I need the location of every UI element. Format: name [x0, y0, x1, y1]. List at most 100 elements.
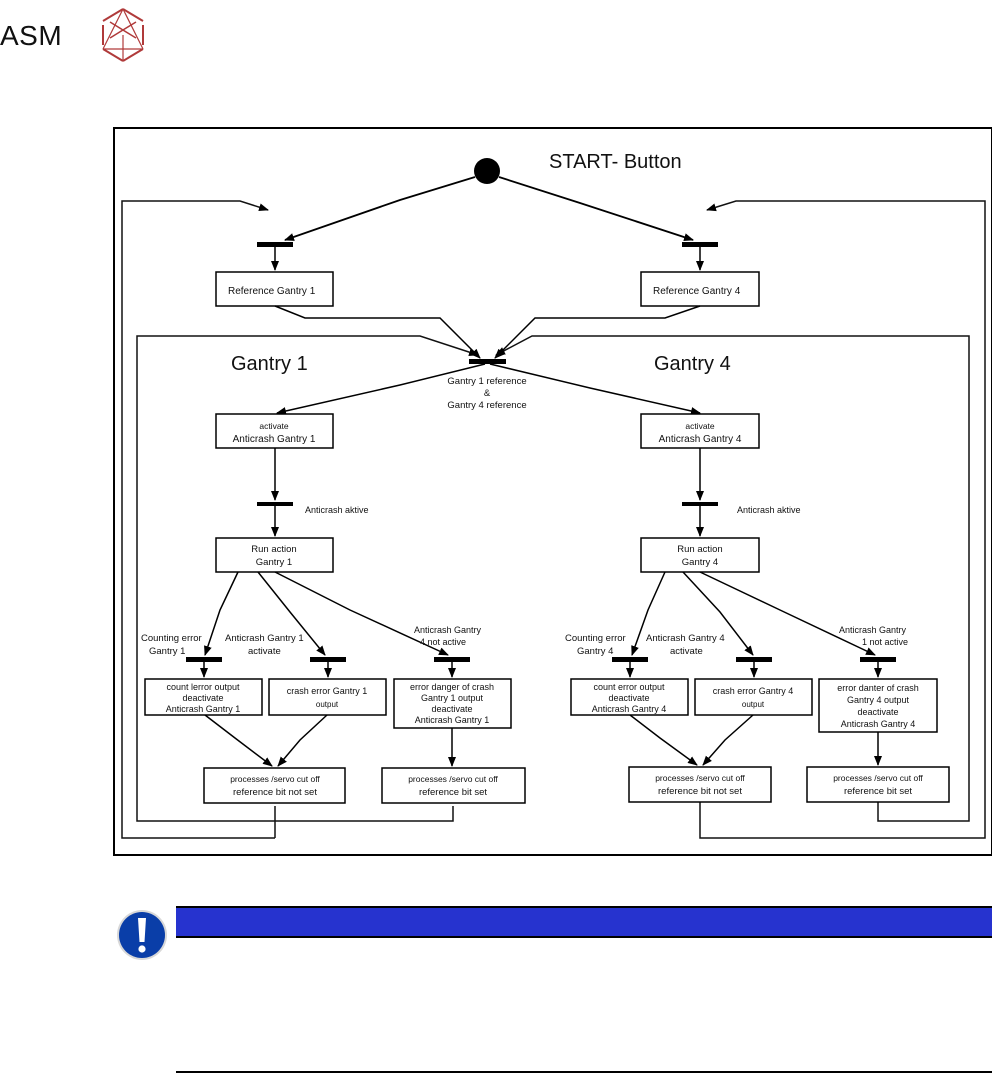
gantry-4-title: Gantry 4 [654, 353, 731, 375]
start-label: START- Button [549, 151, 682, 173]
box-line: activate [685, 421, 715, 431]
guard-other-not-active: 1 not active [862, 637, 908, 647]
count-error-box [570, 678, 689, 716]
sync-bar [860, 657, 896, 662]
box-line: deactivate [182, 693, 223, 703]
box-line: Anticrash Gantry 4 [841, 719, 916, 729]
flow-arrow [277, 714, 328, 767]
guard-anticrash-activate: activate [670, 646, 703, 657]
box-line: output [316, 700, 339, 709]
flow-arrow [498, 176, 694, 242]
loop-line-right-inner [495, 335, 970, 822]
sync-bar [310, 657, 346, 662]
loop-line-right-outer [699, 200, 986, 839]
box-line: Run action [677, 544, 722, 555]
box-line: deactivate [608, 693, 649, 703]
gantry-4-flow: activate Anticrash Gantry 4 Anticrash ak… [565, 413, 950, 803]
count-error-box [144, 678, 263, 716]
box-line: Gantry 4 output [847, 695, 910, 705]
guard-anticrash-aktive: Anticrash aktive [737, 505, 801, 515]
gantry-1-flow: activate Anticrash Gantry 1 Anticrash ak… [141, 413, 526, 804]
box-line: deactivate [431, 704, 472, 714]
flow-arrow [274, 305, 481, 359]
reference-gantry-1-box [215, 271, 334, 307]
guard-anticrash-aktive: Anticrash aktive [305, 505, 369, 515]
gantry-1-title: Gantry 1 [231, 353, 308, 375]
sync-guard-line-3: Gantry 4 reference [447, 400, 526, 411]
sync-guard-line-2: & [484, 388, 491, 399]
guard-counting-error: Counting error [565, 633, 626, 644]
box-line: Gantry 1 output [421, 693, 484, 703]
box-line: activate [259, 421, 289, 431]
sync-bar [682, 242, 718, 247]
box-line: Run action [251, 544, 296, 555]
flow-arrow [631, 571, 666, 656]
box-line: output [742, 700, 765, 709]
guard-counting-error: Counting error [141, 633, 202, 644]
activate-anticrash-gantry-1-box [215, 413, 334, 449]
flow-arrow [274, 571, 449, 656]
flow-arrow [204, 571, 239, 656]
start-node [474, 158, 500, 184]
box-line: processes /servo cut off [655, 773, 745, 783]
box-line: Anticrash Gantry 1 [415, 715, 490, 725]
flow-arrow [494, 305, 701, 359]
crash-error-box [694, 678, 813, 716]
run-action-gantry-1-box [215, 537, 334, 573]
box-line: count error output [593, 682, 665, 692]
run-action-gantry-4-box [640, 537, 760, 573]
servo-cutoff-not-set-box [203, 767, 346, 804]
loop-line-left-inner [136, 335, 479, 822]
flow-arrow [257, 571, 326, 656]
diagram-frame [113, 127, 992, 856]
box-line: Gantry 1 [256, 557, 292, 568]
asm-logo: ASM [0, 8, 170, 62]
bottom-divider [176, 1071, 992, 1073]
box-line: deactivate [857, 707, 898, 717]
sync-bar [736, 657, 772, 662]
sync-bar [186, 657, 222, 662]
box-line: processes /servo cut off [833, 773, 923, 783]
box-line: reference bit set [419, 787, 487, 798]
note-header-bar [176, 906, 992, 938]
loop-line-left-outer [121, 200, 275, 839]
crash-error-box [268, 678, 387, 716]
reference-gantry-1-label: Reference Gantry 1 [228, 286, 316, 297]
flow-arrow [699, 571, 876, 656]
guard-anticrash-activate: Anticrash Gantry 4 [646, 633, 725, 644]
guard-anticrash-activate: Anticrash Gantry 1 [225, 633, 304, 644]
flow-arrow [489, 363, 701, 415]
box-line: Anticrash Gantry 1 [233, 434, 316, 445]
sync-bar [612, 657, 648, 662]
flow-arrow [276, 363, 486, 415]
sync-guard-line-1: Gantry 1 reference [447, 376, 526, 387]
box-line: error danter of crash [837, 683, 919, 693]
guard-other-not-active: 4 not active [420, 637, 466, 647]
servo-cutoff-set-box [806, 766, 950, 803]
box-line: crash error Gantry 4 [713, 686, 794, 696]
reference-gantry-4-box [640, 271, 760, 307]
exclamation-icon [117, 910, 167, 960]
guard-counting-error: Gantry 4 [577, 646, 613, 657]
box-line: Gantry 4 [682, 557, 718, 568]
box-line: error danger of crash [410, 682, 494, 692]
guard-other-not-active: Anticrash Gantry [839, 625, 907, 635]
flow-arrow [204, 714, 273, 767]
guard-anticrash-activate: activate [248, 646, 281, 657]
box-line: count lerror output [166, 682, 240, 692]
flow-arrow [629, 714, 698, 766]
brand-text: ASM [0, 20, 63, 51]
servo-cutoff-set-box [381, 767, 526, 804]
sync-bar [257, 502, 293, 506]
box-line: processes /servo cut off [230, 774, 320, 784]
sync-bar [257, 242, 293, 247]
box-line: reference bit set [844, 786, 912, 797]
error-danger-box [818, 678, 938, 733]
servo-cutoff-not-set-box [628, 766, 772, 803]
box-line: processes /servo cut off [408, 774, 498, 784]
sync-bar-central [469, 359, 506, 364]
guard-other-not-active: Anticrash Gantry [414, 625, 482, 635]
box-line: reference bit not set [233, 787, 317, 798]
flow-arrow [682, 571, 754, 656]
sync-bar [434, 657, 470, 662]
